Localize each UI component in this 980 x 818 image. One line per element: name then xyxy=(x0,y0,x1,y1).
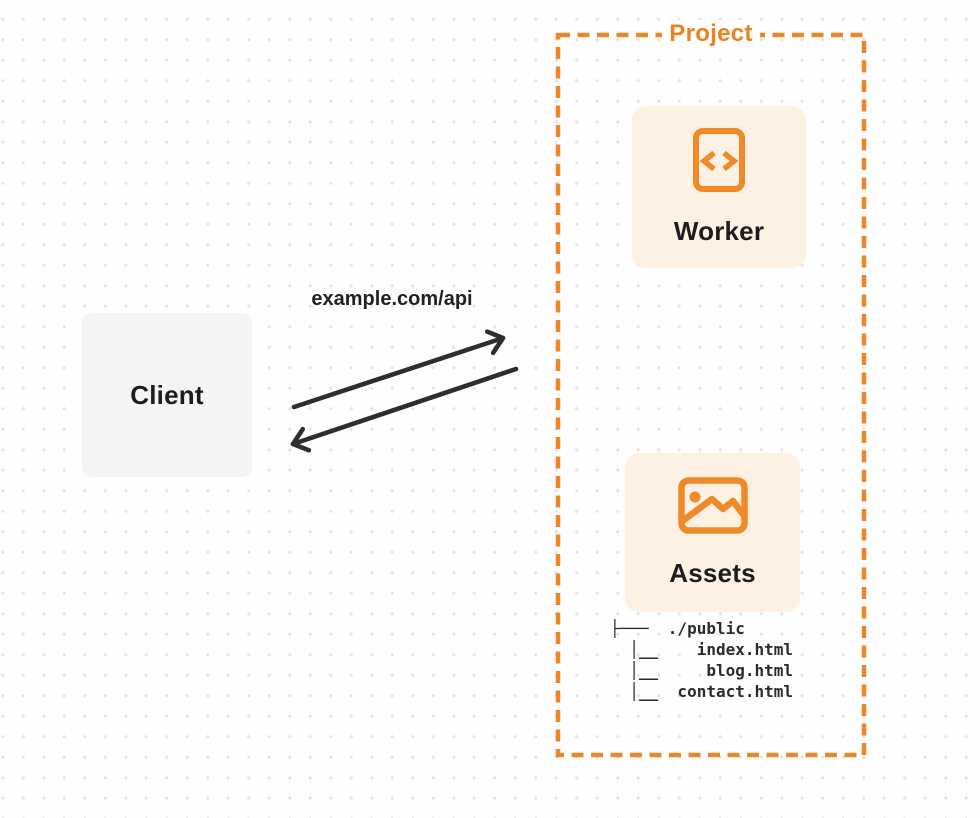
project-dashed-border xyxy=(555,32,867,758)
file-tree-root: ├─── ./public xyxy=(610,619,745,638)
request-url-label: example.com/api xyxy=(311,288,473,310)
image-icon xyxy=(677,476,748,534)
assets-node: Assets xyxy=(625,453,800,612)
client-node: Client xyxy=(82,313,252,477)
response-arrow xyxy=(290,366,519,453)
worker-node: Worker xyxy=(632,106,806,268)
request-arrow xyxy=(291,329,506,410)
file-tree-item: │__ blog.html xyxy=(610,661,794,680)
worker-label: Worker xyxy=(673,215,765,246)
assets-file-tree: ├─── ./public │__ index.html │__ blog.ht… xyxy=(610,618,793,702)
code-icon xyxy=(693,127,745,192)
file-tree-item: │__ contact.html xyxy=(610,682,794,701)
client-label: Client xyxy=(130,379,204,410)
file-tree-item: │__ index.html xyxy=(610,640,794,659)
assets-label: Assets xyxy=(669,557,756,588)
